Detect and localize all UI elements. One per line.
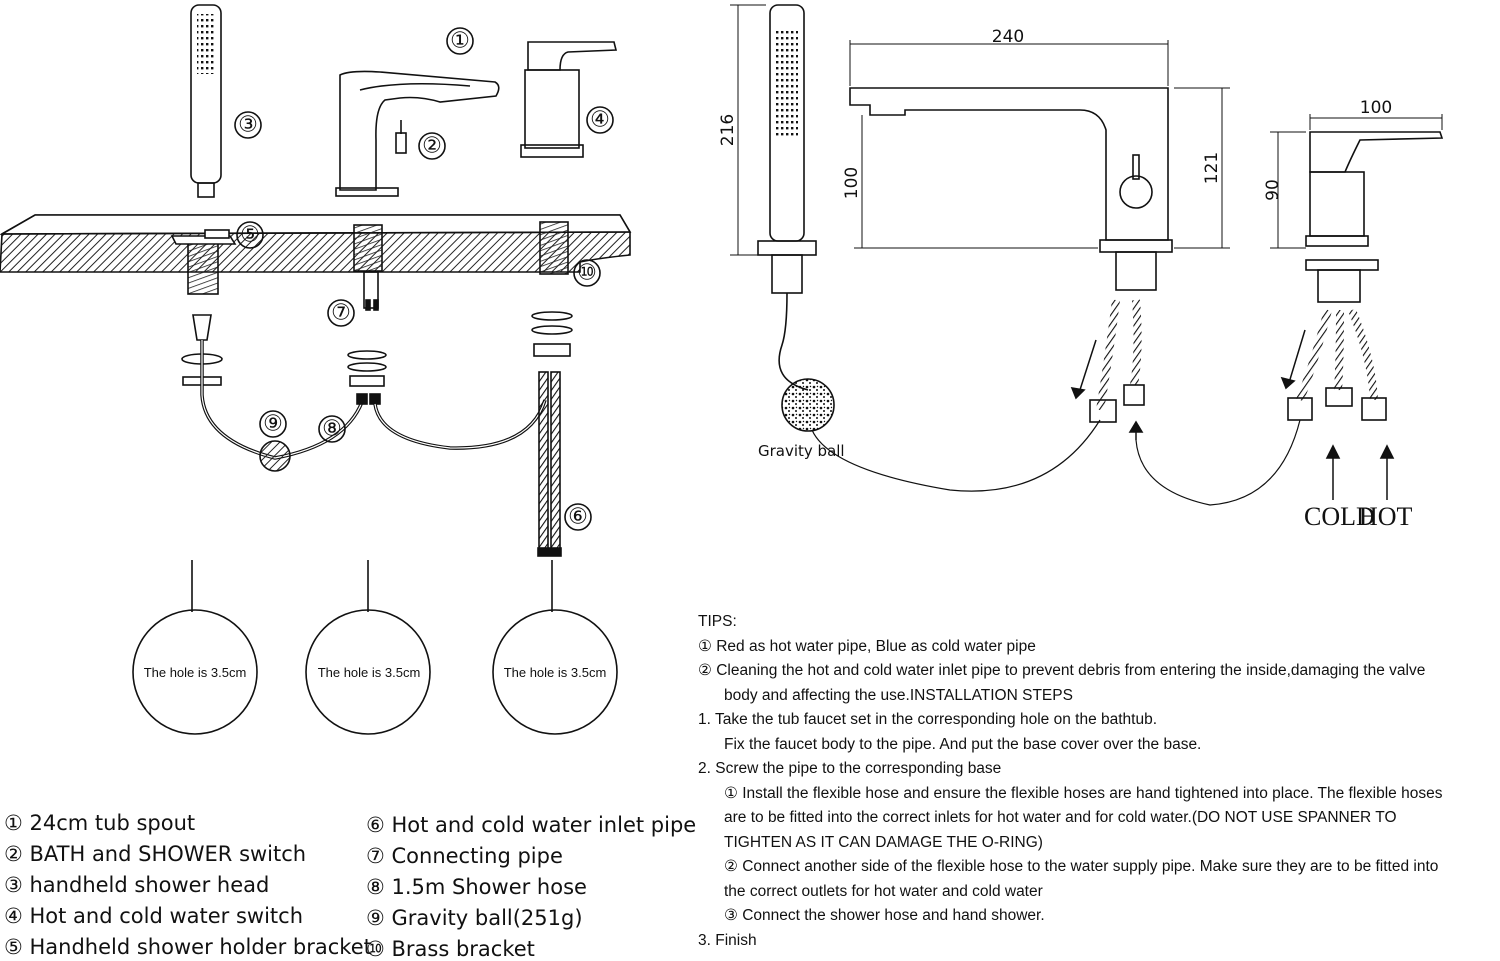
callout-9: ⑨	[263, 412, 283, 437]
step-1-continued: Fix the faucet body to the pipe. And put…	[724, 735, 1202, 753]
legend-item: ⑧ 1.5m Shower hose	[366, 875, 587, 899]
step-1: 1. Take the tub faucet set in the corres…	[698, 711, 1158, 728]
callout-8: ⑧	[322, 417, 342, 442]
step-2-sub-1: ① Install the flexible hose and ensure t…	[724, 784, 1443, 802]
hole-label-1: The hole is 3.5cm	[144, 665, 247, 680]
step-2-sub-1-continued: are to be fitted into the correct inlets…	[724, 809, 1397, 826]
step-3: 3. Finish	[698, 931, 757, 949]
shower-hose-drawing	[181, 311, 573, 472]
tip-1: ① Red as hot water pipe, Blue as cold wa…	[698, 637, 1036, 655]
legend-item: ⑩ Brass bracket	[366, 937, 535, 961]
callout-6: ⑥	[568, 505, 588, 530]
legend-item: ⑤ Handheld shower holder bracket	[4, 935, 372, 959]
hole-label-3: The hole is 3.5cm	[504, 665, 607, 680]
connecting-pipe-drawing	[363, 271, 379, 311]
step-2-sub-1-warning: TIGHTEN AS IT CAN DAMAGE THE O-RING)	[724, 833, 1043, 851]
callout-circles	[234, 27, 614, 531]
hole-markers	[132, 560, 618, 735]
hole-label-2: The hole is 3.5cm	[318, 665, 421, 680]
callout-2: ②	[422, 134, 442, 159]
legend-item: ① 24cm tub spout	[4, 811, 196, 835]
legend-item: ③ handheld shower head	[4, 873, 270, 897]
hot-label: HOT	[1359, 502, 1413, 531]
callout-3: ③	[238, 113, 258, 138]
legend-item: ④ Hot and cold water switch	[4, 904, 304, 928]
inlet-pipe-drawing	[537, 371, 562, 557]
parts-legend-right: ⑥ Hot and cold water inlet pipe ⑦ Connec…	[366, 810, 696, 961]
tips-heading: TIPS:	[698, 613, 737, 630]
parts-legend-left: ① 24cm tub spout ② BATH and SHOWER switc…	[4, 808, 372, 961]
tip-2: ② Cleaning the hot and cold water inlet …	[698, 662, 1426, 679]
dim-switch-width: 100	[1360, 98, 1392, 118]
dim-spout-total-height: 121	[1202, 152, 1222, 184]
switch-side-view	[1270, 114, 1444, 500]
spout-side-view	[849, 40, 1301, 506]
water-switch-drawing	[520, 41, 618, 158]
legend-item: ② BATH and SHOWER switch	[4, 842, 307, 866]
dim-switch-height: 90	[1263, 179, 1283, 201]
installation-tips: TIPS: ① Red as hot water pipe, Blue as c…	[698, 610, 1498, 953]
tip-2-continued: body and affecting the use.INSTALLATION …	[724, 686, 1073, 704]
hand-shower-side-view	[730, 4, 1101, 492]
legend-item: ⑥ Hot and cold water inlet pipe	[366, 813, 697, 837]
dim-spout-outlet-height: 100	[842, 167, 862, 199]
step-2-sub-2: ② Connect another side of the flexible h…	[724, 858, 1439, 875]
dim-spout-length: 240	[992, 27, 1024, 47]
callout-7: ⑦	[331, 301, 351, 326]
step-2-sub-3: ③ Connect the shower hose and hand showe…	[724, 907, 1045, 924]
legend-item: ⑨ Gravity ball(251g)	[366, 906, 583, 930]
callout-1: ①	[450, 29, 470, 54]
cold-label: COLD	[1304, 502, 1375, 531]
step-2-sub-2-continued: the correct outlets for hot water and co…	[724, 882, 1043, 900]
gravity-ball-label: Gravity ball	[758, 442, 845, 460]
callout-4: ④	[590, 108, 610, 133]
callout-5: ⑤	[240, 223, 260, 248]
step-2: 2. Screw the pipe to the corresponding b…	[698, 760, 1002, 777]
tub-spout-drawing	[335, 70, 500, 197]
handheld-shower-head-drawing	[190, 4, 222, 198]
bathtub-deck-drawing	[0, 214, 632, 295]
callout-10: ⑩	[577, 261, 597, 286]
legend-item: ⑦ Connecting pipe	[366, 844, 563, 868]
dim-handshower-height: 216	[718, 114, 738, 146]
